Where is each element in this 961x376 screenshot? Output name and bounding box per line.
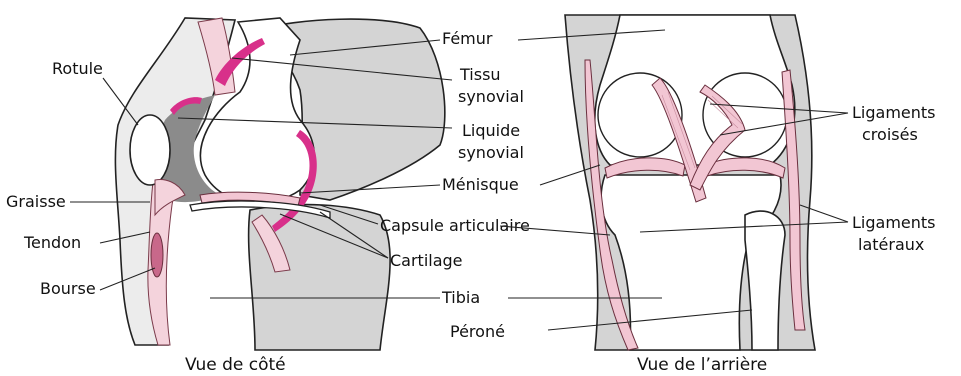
label-croises-line2: croisés [862,125,918,144]
patella-shape [130,115,170,185]
label-bourse: Bourse [40,279,96,298]
label-capsule: Capsule articulaire [380,216,530,235]
label-croises-line1: Ligaments [852,103,936,122]
label-tissu-line1: Tissu [459,65,501,84]
label-tibia: Tibia [441,288,480,307]
label-femur: Fémur [442,29,493,48]
back-view-illustration [565,15,815,350]
bursa-shape [151,233,163,277]
label-lateraux-line1: Ligaments [852,213,936,232]
label-lateraux-line2: latéraux [858,235,924,254]
label-menisque: Ménisque [442,175,519,194]
caption-back-view: Vue de l’arrière [637,355,767,375]
label-tendon: Tendon [23,233,81,252]
label-perone: Péroné [450,322,505,341]
label-liquide-line2: synovial [458,143,524,162]
label-rotule: Rotule [52,59,103,78]
label-cartilage: Cartilage [390,251,463,270]
side-view-illustration [115,18,444,350]
caption-side-view: Vue de côté [185,355,286,375]
label-graisse: Graisse [6,192,66,211]
label-liquide-line1: Liquide [462,121,520,140]
label-tissu-line2: synovial [458,87,524,106]
